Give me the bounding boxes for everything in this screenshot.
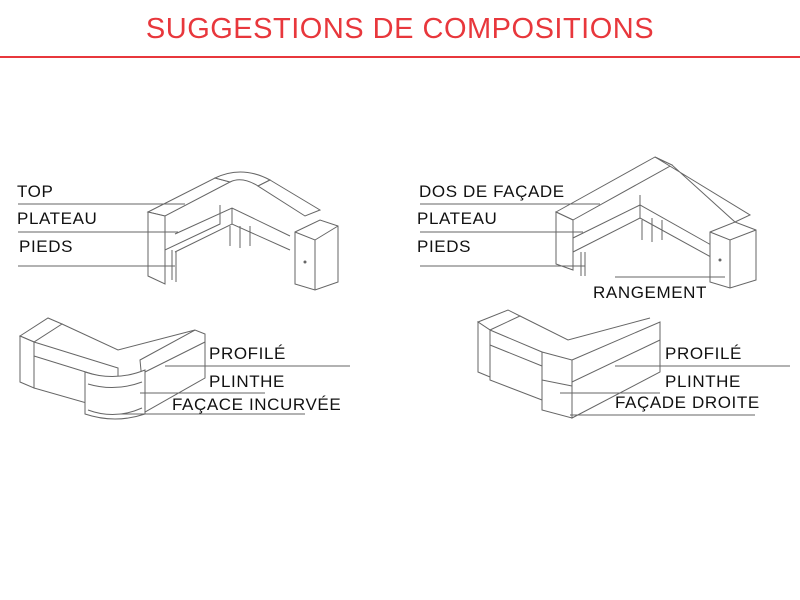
label-top: TOP (17, 182, 54, 201)
leader-lines (18, 203, 790, 416)
label-dos-de-facade: DOS DE FAÇADE (419, 182, 565, 201)
label-facade-droite: FAÇADE DROITE (615, 393, 760, 412)
label-rangement: RANGEMENT (593, 283, 708, 302)
reception-curved-front-illustration (18, 317, 206, 420)
label-facade-incurvee: FAÇACE INCURVÉE (172, 395, 342, 414)
desk-straight-top-illustration (554, 156, 757, 289)
page-title: SUGGESTIONS DE COMPOSITIONS (145, 13, 655, 45)
label-plinthe: PLINTHE (665, 372, 741, 391)
label-plateau: PLATEAU (417, 209, 498, 228)
label-plinthe: PLINTHE (209, 372, 285, 391)
label-pieds: PIEDS (19, 237, 74, 256)
label-profile: PROFILÉ (665, 344, 742, 363)
label-pieds: PIEDS (417, 237, 472, 256)
reception-straight-front-illustration (476, 309, 661, 419)
label-profile: PROFILÉ (209, 344, 286, 363)
label-plateau: PLATEAU (17, 209, 98, 228)
title-divider (0, 56, 800, 58)
desk-curved-top-illustration (146, 171, 339, 291)
